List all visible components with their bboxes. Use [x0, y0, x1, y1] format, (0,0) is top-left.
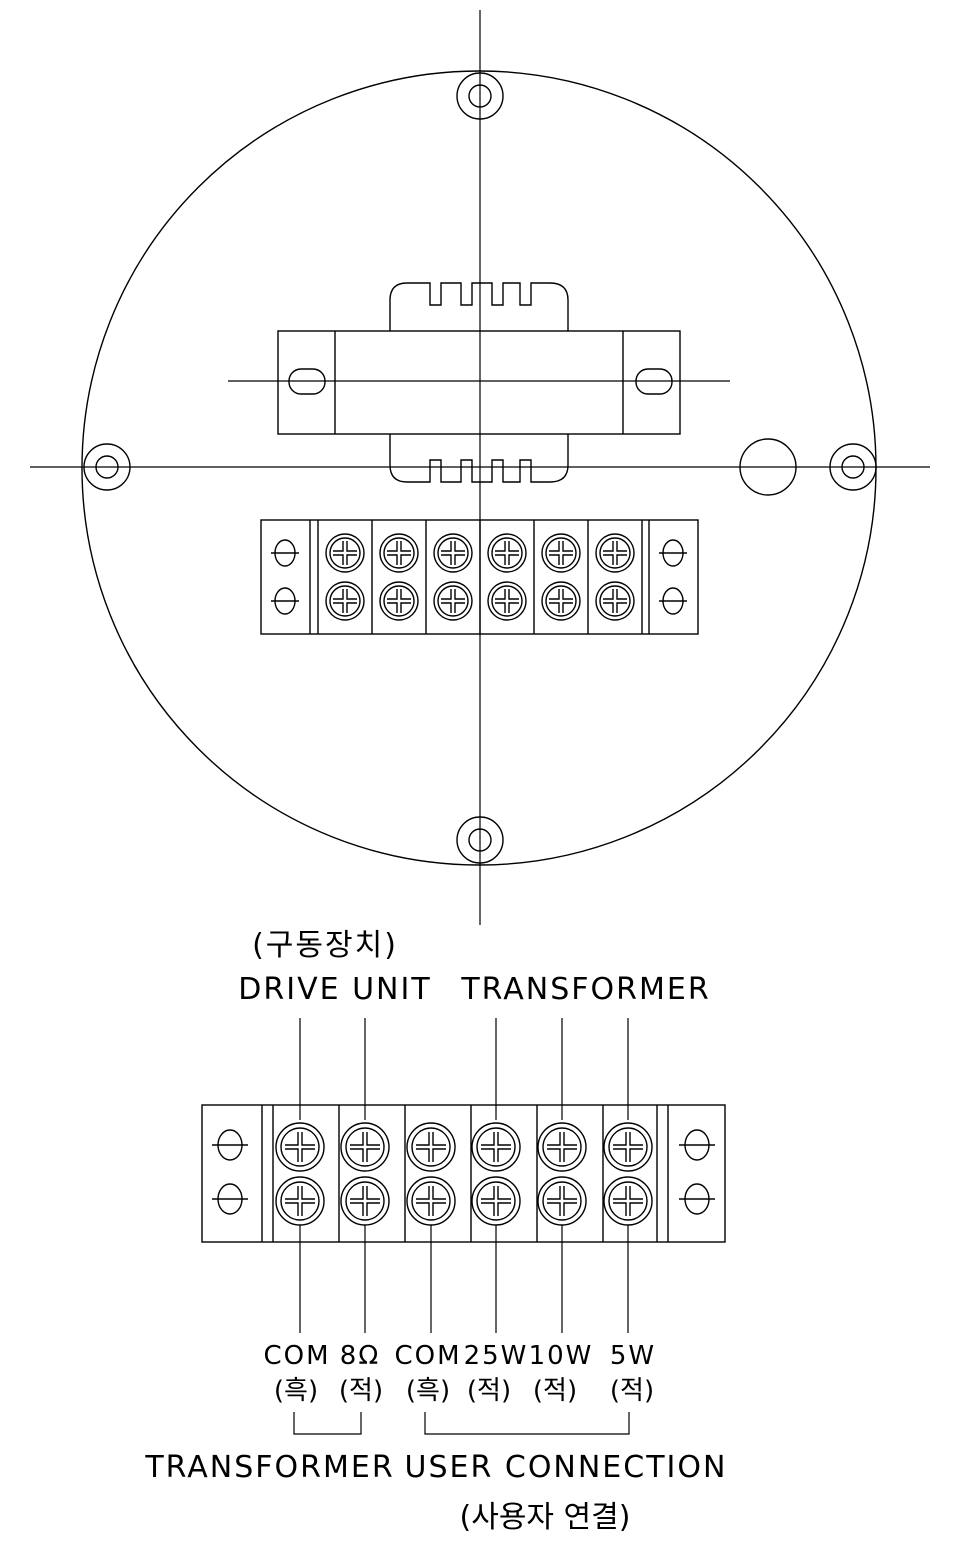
user-connection-label: USER CONNECTION: [405, 1450, 728, 1485]
wire-color-3: (흑): [406, 1376, 450, 1406]
wire-color-5: (적): [533, 1376, 577, 1406]
transformer-bracket: [293, 1412, 362, 1435]
mounting-hole-left: [83, 443, 131, 491]
terminal-name-5: 10W: [529, 1341, 594, 1371]
terminal-name-6: 5W: [610, 1341, 656, 1371]
transformer-top-label: TRANSFORMER: [460, 972, 710, 1007]
speaker-housing-circle: [81, 70, 877, 866]
terminal-name-3: COM: [394, 1341, 461, 1371]
drive-unit-label: DRIVE UNIT: [238, 972, 431, 1007]
terminal-block-large: [201, 1104, 726, 1243]
terminal-name-1: COM: [263, 1341, 330, 1371]
terminal-name-4: 25W: [464, 1341, 529, 1371]
leader-lines-top: [299, 1018, 629, 1120]
user-connection-bracket: [424, 1412, 630, 1435]
drive-unit-korean-label: (구동장치): [252, 928, 398, 963]
speaker-plan-view: [30, 10, 930, 925]
mounting-hole-bottom: [456, 816, 504, 864]
mounting-hole-right: [829, 443, 877, 491]
cable-gland-hole: [739, 438, 797, 496]
wire-color-6: (적): [610, 1376, 654, 1406]
leader-lines-bottom: [299, 1225, 629, 1333]
terminal-name-2: 8Ω: [340, 1341, 380, 1371]
transformer-bottom-label: TRANSFORMER: [144, 1450, 394, 1485]
transformer-outline: [228, 282, 730, 483]
mounting-hole-top: [456, 72, 504, 120]
terminal-block-small: [260, 519, 699, 635]
wire-color-1: (흑): [274, 1376, 318, 1406]
user-connection-korean-label: (사용자 연결): [460, 1500, 631, 1535]
wire-color-4: (적): [467, 1376, 511, 1406]
wire-color-2: (적): [339, 1376, 383, 1406]
